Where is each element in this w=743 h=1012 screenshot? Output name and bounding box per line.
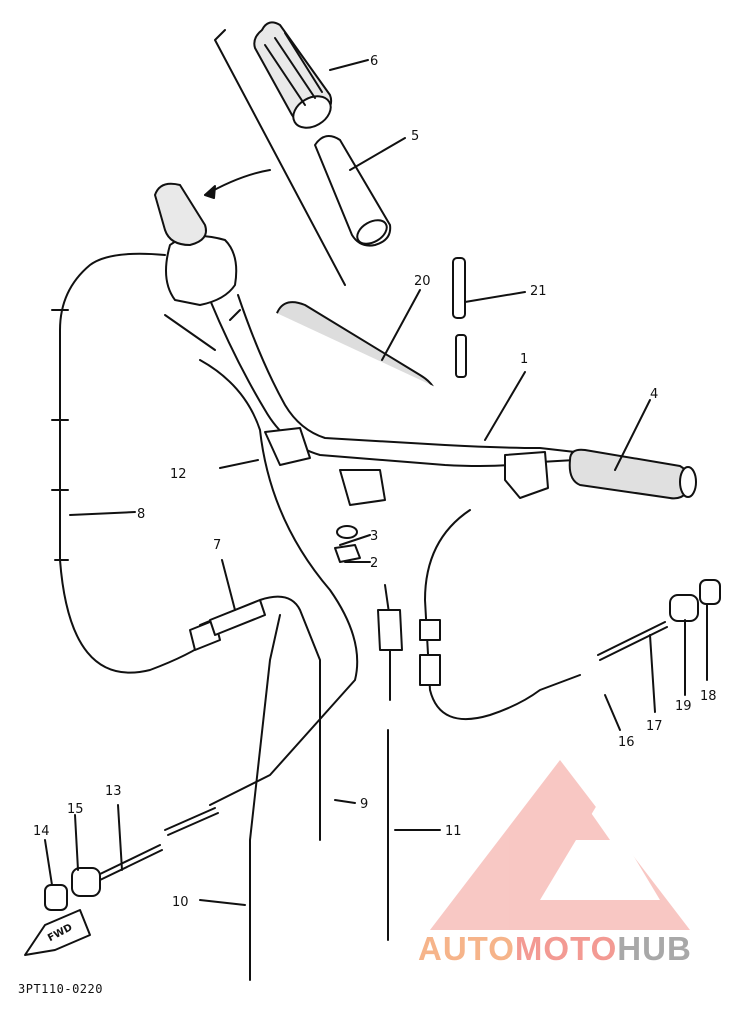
callout-15: 15 bbox=[67, 802, 84, 817]
callout-labels: 6 5 20 21 4 12 3 2 8 7 9 11 13 14 15 10 … bbox=[33, 54, 717, 910]
callout-7: 7 bbox=[213, 538, 221, 553]
cable-12-end bbox=[164, 314, 216, 351]
callout-1: 1 bbox=[520, 352, 528, 367]
washer-3 bbox=[336, 525, 358, 539]
watermark-moto: MOTO bbox=[514, 930, 618, 967]
callout-18: 18 bbox=[700, 689, 717, 704]
watermark-hub: HUB bbox=[617, 930, 692, 967]
cable-7 bbox=[199, 595, 321, 981]
watermark-auto: AUTO bbox=[418, 930, 515, 967]
watermark-logo bbox=[430, 760, 690, 930]
callout-13: 13 bbox=[105, 784, 122, 799]
spring-17 bbox=[597, 621, 668, 661]
diagram-code: 3PT110-0220 bbox=[18, 982, 103, 996]
throttle-grip-6 bbox=[253, 21, 333, 129]
cap-19 bbox=[669, 594, 699, 622]
cable-12 bbox=[199, 359, 359, 806]
callout-5: 5 bbox=[411, 129, 419, 144]
nut-2 bbox=[334, 544, 361, 563]
cap-14 bbox=[44, 884, 68, 911]
callout-17: 17 bbox=[646, 719, 663, 734]
callout-16: 16 bbox=[618, 735, 635, 750]
callout-19: 19 bbox=[675, 699, 692, 714]
cable-8 bbox=[59, 252, 211, 674]
left-grip bbox=[154, 182, 207, 246]
right-lever-housing bbox=[504, 451, 549, 499]
left-switch-housing bbox=[165, 235, 238, 306]
callout-20: 20 bbox=[414, 274, 431, 289]
cap-18 bbox=[699, 579, 721, 605]
throttle-tube-5 bbox=[314, 135, 392, 247]
callout-6: 6 bbox=[370, 54, 378, 69]
assembly-bracket bbox=[214, 29, 346, 286]
cap-15 bbox=[71, 867, 101, 897]
callout-9: 9 bbox=[360, 797, 368, 812]
callout-21: 21 bbox=[530, 284, 547, 299]
holder-right bbox=[339, 469, 386, 506]
callout-12: 12 bbox=[170, 467, 187, 482]
callout-2: 2 bbox=[370, 556, 378, 571]
callout-10: 10 bbox=[172, 895, 189, 910]
spring-13 bbox=[97, 844, 163, 881]
callout-4: 4 bbox=[650, 387, 658, 402]
right-grip-4 bbox=[568, 448, 692, 500]
fwd-arrow bbox=[24, 909, 91, 956]
cable-16 bbox=[424, 509, 581, 721]
leader-lines bbox=[44, 59, 708, 906]
callout-8: 8 bbox=[137, 507, 145, 522]
callout-11: 11 bbox=[445, 824, 462, 839]
callout-3: 3 bbox=[370, 529, 378, 544]
holder-left bbox=[264, 427, 311, 466]
callout-14: 14 bbox=[33, 824, 50, 839]
band-21 bbox=[452, 257, 467, 378]
watermark-text: AUTOMOTOHUB bbox=[418, 930, 692, 968]
